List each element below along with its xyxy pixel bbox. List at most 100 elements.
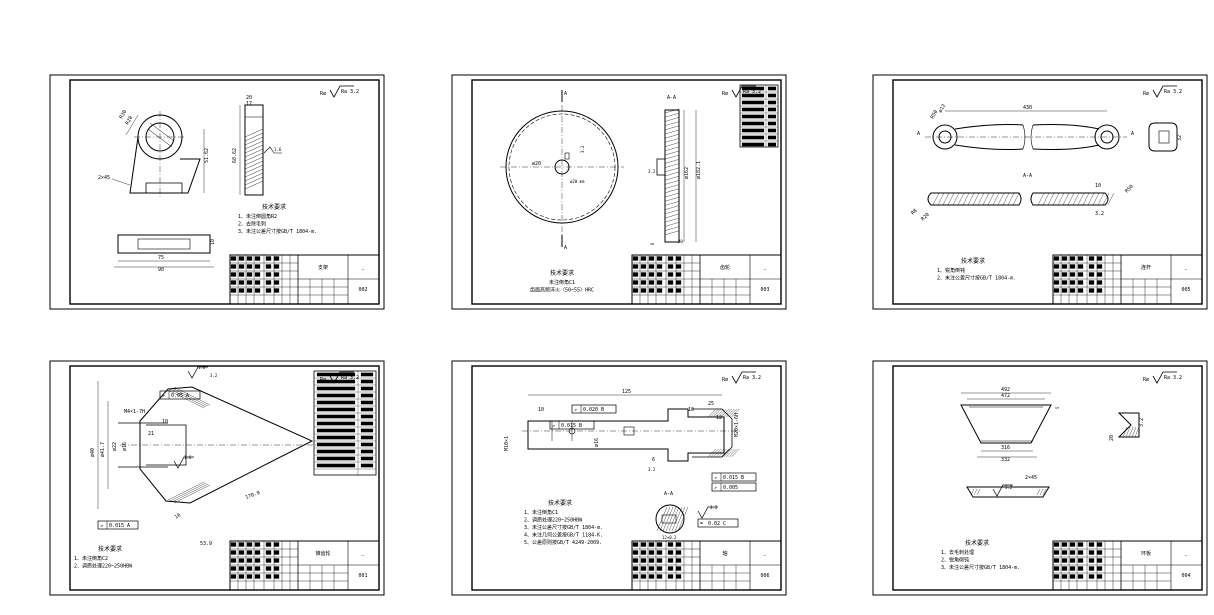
parameter-value	[360, 456, 374, 461]
hatch-line	[656, 506, 668, 532]
title-block-entry	[656, 264, 663, 269]
hatch-line	[1134, 426, 1140, 438]
title-block-entry	[1088, 264, 1095, 269]
title-block-entry	[254, 288, 261, 293]
title-block-entry	[230, 280, 237, 285]
hatch-line	[664, 192, 680, 198]
length-label: 75	[158, 255, 164, 261]
hatch-line	[1036, 488, 1041, 496]
title-block-entry	[246, 542, 253, 547]
hatch-line	[175, 494, 185, 500]
hatch-line	[1042, 488, 1047, 496]
hatch-line	[664, 138, 680, 143]
parameter-value	[767, 93, 777, 98]
runout-symbol: ↗	[552, 423, 555, 429]
length-label: 25	[708, 401, 714, 407]
roughness-symbol-icon	[992, 484, 1013, 497]
title-block-entry	[667, 256, 674, 261]
dimension-label: 10	[1095, 183, 1101, 189]
title-block-entry	[632, 256, 639, 261]
nut-section	[692, 408, 733, 458]
diameter-label: ø12	[938, 103, 948, 114]
hatch-line	[674, 506, 686, 532]
title-block-entry	[656, 566, 663, 571]
title-block-entry	[230, 542, 237, 547]
hatch-line	[244, 136, 264, 146]
symmetry-tolerance-frame	[697, 518, 739, 528]
title-block-entry	[632, 272, 639, 277]
title-block-entry	[273, 574, 280, 579]
title-block-entry	[238, 280, 245, 285]
title-block-entry	[667, 574, 674, 579]
hatch-line	[171, 496, 181, 502]
tolerance-value: 0.015 B	[561, 423, 582, 429]
roughness-symbol-icon	[187, 366, 208, 379]
technical-requirement-item: 1、未注倒角C1	[524, 509, 558, 516]
roughness-symbol-icon	[1152, 371, 1177, 384]
title-block-entry	[238, 542, 245, 547]
parameter-value	[767, 107, 777, 112]
title-block-entry	[1061, 264, 1068, 269]
title-block-entry	[254, 542, 261, 547]
parameter-name	[741, 93, 765, 98]
title-block-entry	[1096, 542, 1103, 547]
diameter-label: ø40	[90, 448, 96, 457]
diameter-label: ø20	[532, 161, 541, 167]
title-block-entry	[640, 558, 647, 563]
title-block-entry	[632, 574, 639, 579]
title-block-entry	[648, 264, 655, 269]
parameter-name	[741, 100, 765, 105]
title-block-entry	[1069, 272, 1076, 277]
hatch-line	[664, 142, 680, 147]
title-block-entry	[1053, 288, 1060, 293]
hatch-line	[1052, 192, 1060, 206]
bracket-base-slot	[145, 182, 183, 193]
parameter-name	[316, 421, 356, 426]
hatch-line	[1107, 192, 1115, 206]
runout-tolerance-frame	[159, 390, 201, 400]
title-block-entry	[265, 288, 272, 293]
parameter-name	[316, 393, 356, 398]
hatch-line	[977, 192, 985, 206]
title-block-entry	[265, 272, 272, 277]
title-block-entry	[640, 550, 647, 555]
technical-requirement-item: 2、去除毛刺	[238, 221, 266, 228]
title-block-entry	[1069, 542, 1076, 547]
runout-symbol: ↗	[714, 475, 717, 481]
hatch-line	[664, 184, 680, 189]
hatch-line	[947, 192, 955, 206]
title-block-entry	[238, 272, 245, 277]
title-block-entry	[238, 558, 245, 563]
sheet-border	[451, 74, 787, 310]
hatch-line	[169, 497, 179, 503]
hatch-line	[664, 134, 680, 139]
hatch-line	[728, 408, 737, 418]
parameter-value	[360, 428, 374, 433]
title-block-entry	[238, 256, 245, 261]
hatch-line	[1128, 426, 1134, 438]
technical-requirement-item: 未注倒角C1	[549, 279, 575, 286]
technical-requirements-title: 技术要求	[965, 539, 989, 547]
rod-outline	[954, 124, 1100, 150]
title-block-entry	[648, 280, 655, 285]
width-label: 17	[246, 101, 252, 107]
title-block-entry	[640, 542, 647, 547]
title-block-entry	[656, 542, 663, 547]
title-block-entry	[1077, 566, 1084, 571]
hatch-line	[1077, 192, 1085, 206]
title-block-entry	[1069, 558, 1076, 563]
title-block-entry	[246, 288, 253, 293]
hatch-line	[244, 172, 264, 182]
runout-tolerance-frame	[97, 520, 139, 530]
dimension-label: 6	[652, 457, 655, 463]
drawing-code: 002	[358, 287, 367, 293]
title-block-entry	[648, 558, 655, 563]
runout-tolerance-frame	[549, 420, 595, 430]
diameter-label: ø41.7	[100, 442, 106, 457]
hatch-line	[677, 506, 689, 532]
title-block-entry	[675, 566, 682, 571]
